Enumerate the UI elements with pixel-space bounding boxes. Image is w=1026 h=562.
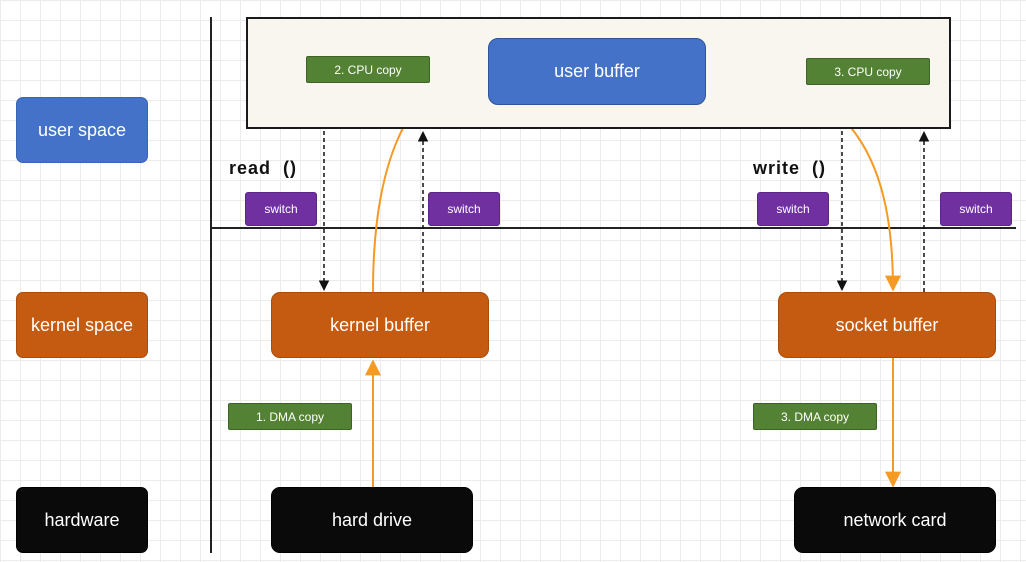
- cpu-copy-3-label: 3. CPU copy: [806, 58, 930, 85]
- network-card-label: network card: [843, 509, 947, 530]
- socket-buffer-node: socket buffer: [778, 292, 996, 358]
- switch-badge-write-return: switch: [940, 192, 1012, 226]
- switch-badge-read-return: switch: [428, 192, 500, 226]
- switch-badge-read-call: switch: [245, 192, 317, 226]
- read-call-label: read (): [229, 158, 298, 178]
- kernel-buffer-label: kernel buffer: [330, 314, 430, 335]
- write-call-label: write (): [753, 158, 827, 178]
- layer-kernel-space: kernel space: [16, 292, 148, 358]
- cpu-copy-2-label: 2. CPU copy: [306, 56, 430, 83]
- switch-badge-write-call: switch: [757, 192, 829, 226]
- dma-copy-1-label: 1. DMA copy: [228, 403, 352, 430]
- layer-kernel-space-label: kernel space: [30, 314, 134, 335]
- kernel-buffer-node: kernel buffer: [271, 292, 489, 358]
- network-card-node: network card: [794, 487, 996, 553]
- layer-user-space-label: user space: [37, 119, 127, 140]
- hard-drive-label: hard drive: [331, 509, 413, 530]
- dma-copy-3-label: 3. DMA copy: [753, 403, 877, 430]
- hard-drive-node: hard drive: [271, 487, 473, 553]
- layer-hardware: hardware: [16, 487, 148, 553]
- user-buffer-label: user buffer: [554, 61, 640, 81]
- user-buffer-node: user buffer: [488, 38, 706, 105]
- layer-user-space: user space: [16, 97, 148, 163]
- layer-hardware-label: hardware: [44, 509, 120, 530]
- socket-buffer-label: socket buffer: [835, 314, 939, 335]
